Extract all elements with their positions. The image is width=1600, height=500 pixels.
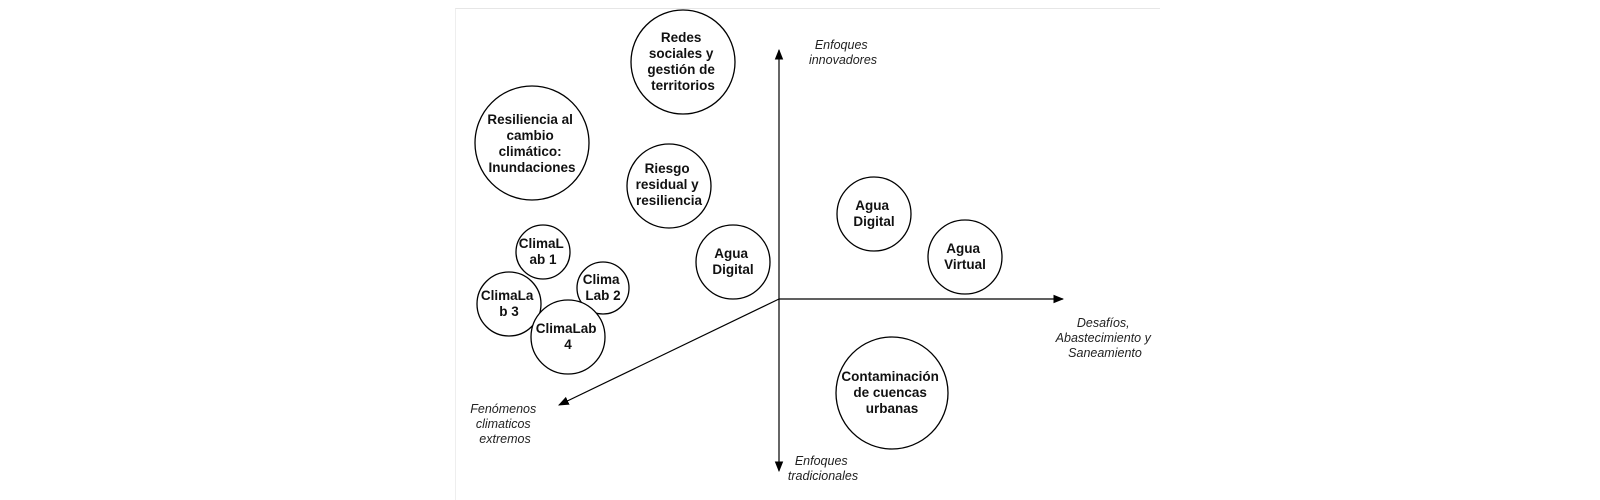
bubble-agua-digital-right: Agua Digital (836, 176, 912, 252)
svg-text:ClimaL ab 1: ClimaL ab 1 (519, 236, 568, 267)
axis-label-line: Saneamiento (1068, 346, 1142, 360)
axis-label-challenges: Desafíos, Abastecimiento y Saneamiento (1055, 316, 1155, 360)
bubble-agua-virtual: Agua Virtual (927, 219, 1003, 295)
bubble-resiliencia: Resiliencia al cambio climático: Inundac… (474, 85, 590, 201)
bubble-label-line: Riesgo (645, 161, 690, 176)
bubble-label-line: Clima (583, 272, 620, 287)
bubble-label-line: Agua (946, 241, 980, 256)
bubble-label-line: ClimaLa (481, 288, 534, 303)
axis-label-traditional: Enfoques tradicionales (788, 454, 858, 483)
bubble-agua-digital-left: Agua Digital (695, 224, 771, 300)
bubble-label-line: ClimaL (519, 236, 564, 251)
bubble-contaminacion: Contaminación de cuencas urbanas (835, 336, 949, 450)
svg-text:Contaminación de cuencas: Contaminación de cuencas urbanas (841, 369, 942, 416)
bubble-label-line: residual y (636, 177, 700, 192)
axis-label-line: Abastecimiento y (1055, 331, 1152, 345)
axis-label-line: extremos (479, 432, 530, 446)
diagram-frame (455, 8, 1160, 500)
axis-label-line: climaticos (476, 417, 531, 431)
bubble-label-line: Redes (661, 30, 702, 45)
svg-text:ClimaLab 4: ClimaLab 4 (536, 321, 601, 352)
axis-label-innovative: Enfoques innovadores (809, 38, 877, 67)
bubble-riesgo: Riesgo residual y resiliencia (626, 143, 712, 229)
svg-text:Clima Lab 2: Clima Lab 2 (583, 272, 624, 303)
bubble-label-line: ab 1 (529, 252, 557, 267)
axis-label-line: innovadores (809, 53, 877, 67)
bubble-label-line: Digital (853, 214, 894, 229)
svg-text:Resiliencia al cambio: Resiliencia al cambio climático: Inundac… (487, 112, 576, 175)
axis-extreme-phenomena-arrow (558, 298, 780, 406)
bubble-label-line: Agua (714, 246, 748, 261)
axis-label-line: Fenómenos (470, 402, 536, 416)
bubble-label-line: Resiliencia al (487, 112, 573, 127)
bubble-label-line: territorios (651, 78, 715, 93)
svg-text:ClimaLa b 3: ClimaLa b 3 (481, 288, 537, 319)
bubble-label-line: Virtual (944, 257, 986, 272)
axis-label-extreme-phenomena: Fenómenos climaticos extremos (470, 402, 540, 446)
bubble-climalab2: Clima Lab 2 (576, 261, 630, 315)
axis-label-line: Enfoques (815, 38, 868, 52)
bubble-label-line: 4 (564, 337, 572, 352)
bubble-label-line: ClimaLab (536, 321, 597, 336)
bubble-redes: Redes sociales y gestión de territorios (630, 9, 736, 115)
bubble-label-line: sociales y (649, 46, 714, 61)
svg-text:Agua Digital: Agua Digital (712, 246, 753, 277)
svg-text:Redes sociales y g: Redes sociales y gestión de territorios (647, 30, 718, 93)
bubble-label-line: Contaminación (841, 369, 939, 384)
svg-text:Riesgo residual y: Riesgo residual y resiliencia (636, 161, 703, 208)
axis-label-line: Desafíos, (1077, 316, 1130, 330)
bubble-label-line: urbanas (866, 401, 919, 416)
bubble-label-line: Lab 2 (585, 288, 620, 303)
bubble-label-line: Inundaciones (488, 160, 575, 175)
svg-text:Agua Digital: Agua Digital (853, 198, 894, 229)
axis-label-line: tradicionales (788, 469, 858, 483)
bubble-label-line: b 3 (499, 304, 519, 319)
svg-text:Agua Virtual: Agua Virtual (944, 241, 986, 272)
bubble-label-line: Digital (712, 262, 753, 277)
axis-label-line: Enfoques (795, 454, 848, 468)
bubble-climalab4: ClimaLab 4 (530, 299, 606, 375)
bubble-label-line: resiliencia (636, 193, 703, 208)
bubble-label-line: Agua (855, 198, 889, 213)
bubble-label-line: gestión de (647, 62, 715, 77)
bubble-label-line: climático: (499, 144, 562, 159)
bubble-label-line: de cuencas (853, 385, 927, 400)
bubble-climalab3: ClimaLa b 3 (476, 271, 542, 337)
bubble-label-line: cambio (506, 128, 553, 143)
bubble-climalab1: ClimaL ab 1 (515, 224, 571, 280)
